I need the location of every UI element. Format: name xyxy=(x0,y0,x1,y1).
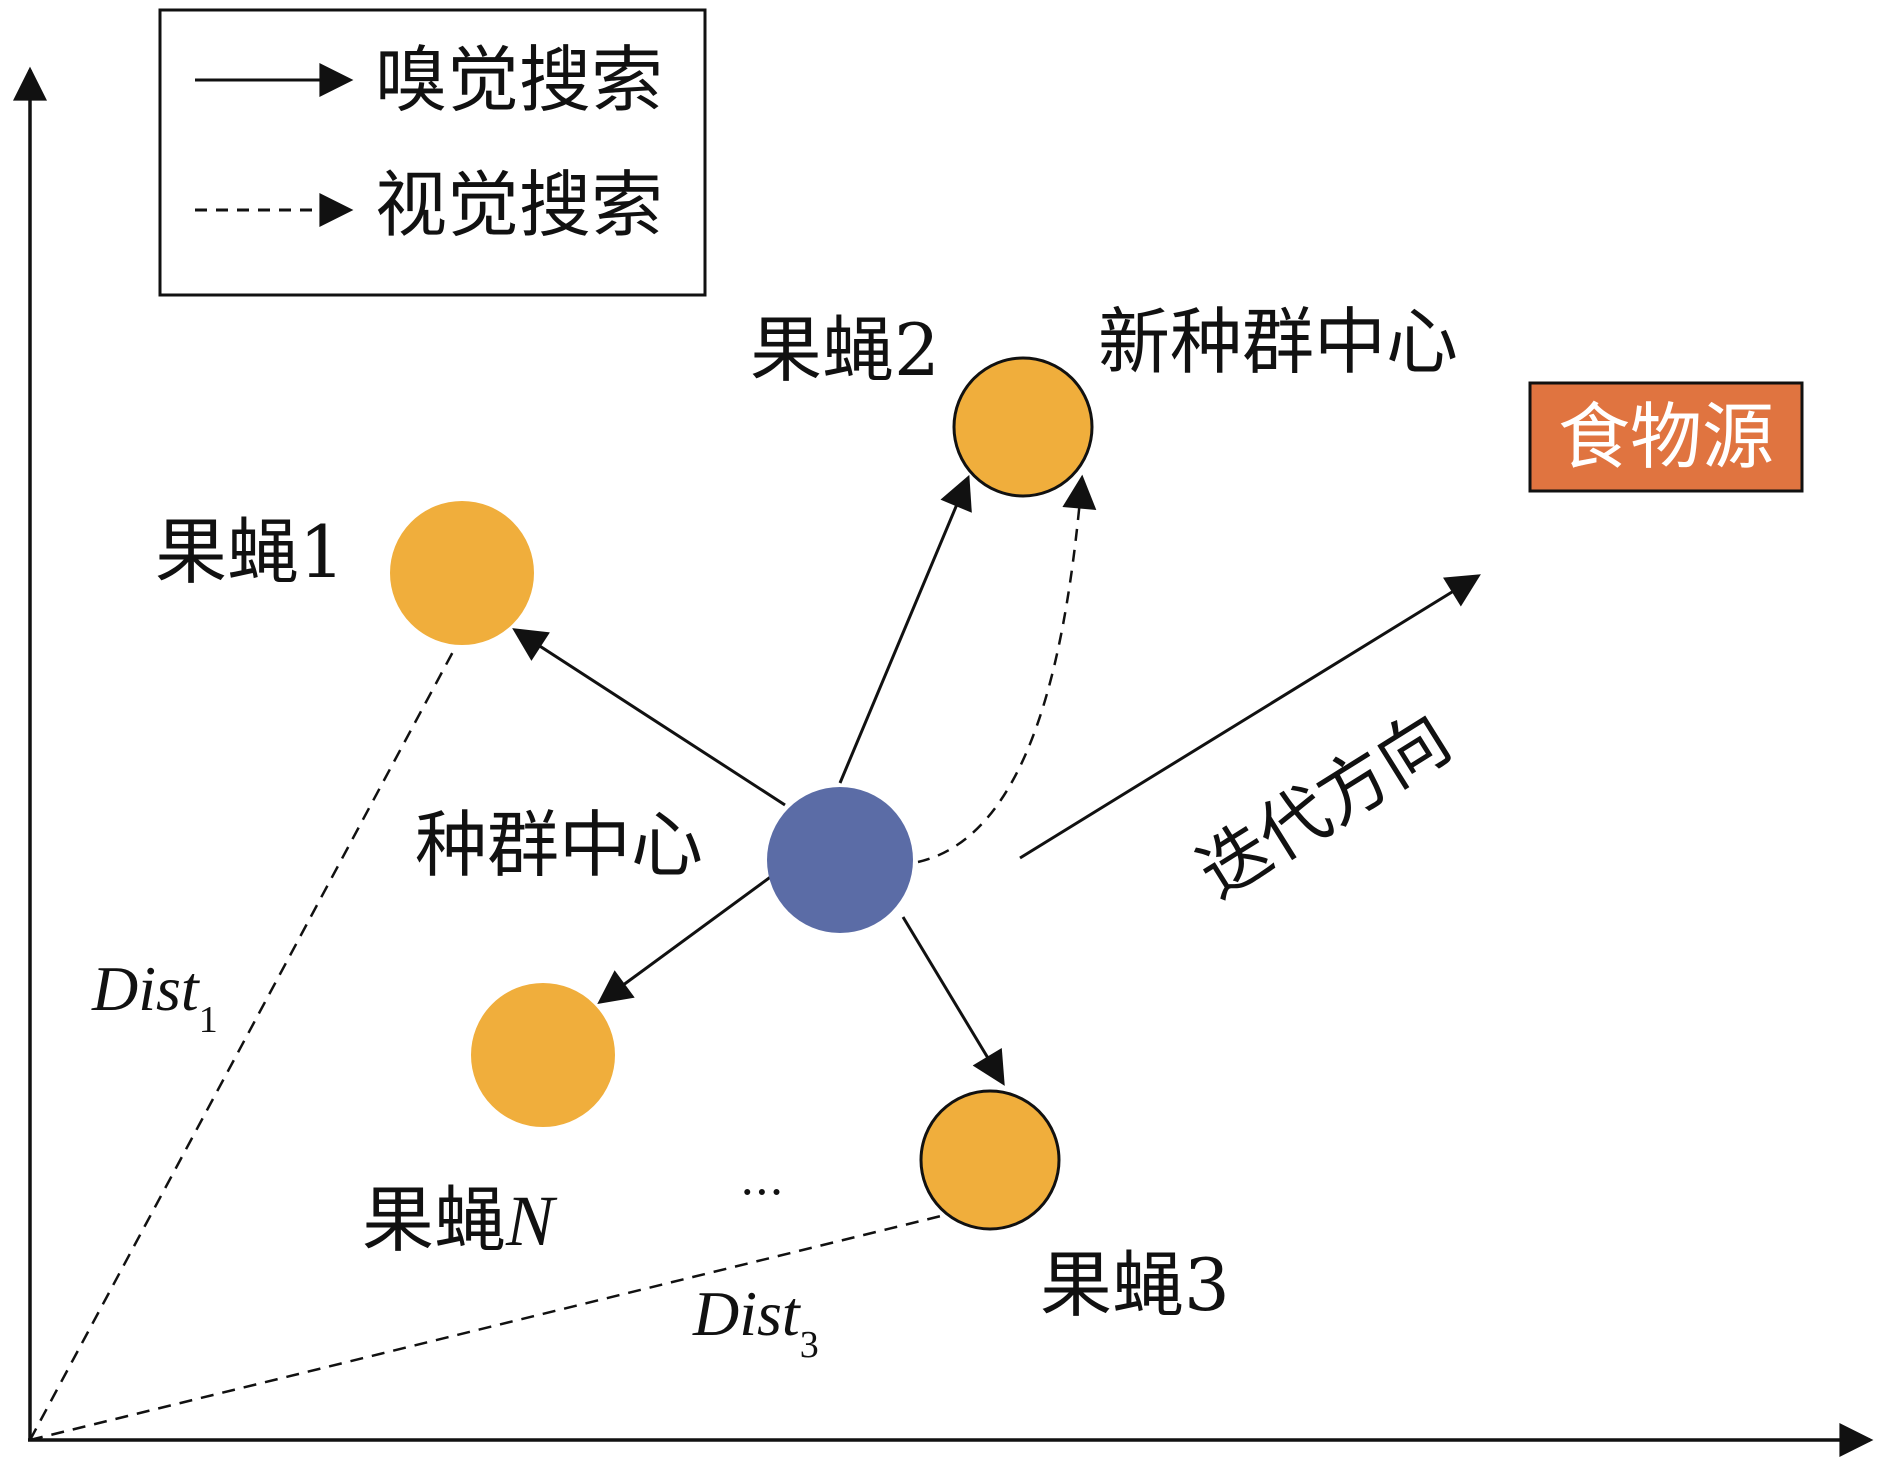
iteration-direction-arrow xyxy=(1019,574,1481,860)
arrow-to-flyN xyxy=(597,868,781,1005)
dist1-label-sub: 1 xyxy=(199,999,218,1041)
visual-search-arrow xyxy=(917,474,1097,864)
population-center-node xyxy=(767,787,913,933)
food-source: 食物源 xyxy=(1528,381,1804,493)
dist1-line xyxy=(28,647,457,1441)
food-source-box xyxy=(1528,381,1804,493)
legend-frame xyxy=(158,8,707,297)
fly3-node xyxy=(919,1089,1061,1231)
flyN-node xyxy=(471,983,615,1127)
iteration-direction-label: 迭代方向 xyxy=(1184,696,1465,914)
legend-visual-label: 视觉搜索 xyxy=(375,163,663,247)
food-source-label: 食物源 xyxy=(1558,395,1774,479)
flyN-label: 果蝇N xyxy=(362,1178,558,1262)
new-center-label: 新种群中心 xyxy=(1098,300,1458,384)
arrow-to-fly2 xyxy=(838,474,972,784)
center-label: 种群中心 xyxy=(415,803,703,887)
fly2-node xyxy=(952,356,1094,498)
dist1-label: Dist1 xyxy=(91,953,218,1041)
dist3-line xyxy=(29,1213,946,1442)
legend: 嗅觉搜索 视觉搜索 xyxy=(158,8,707,297)
fly3-label: 果蝇3 xyxy=(1040,1243,1230,1327)
fly1-node xyxy=(390,501,534,645)
legend-olfactory-label: 嗅觉搜索 xyxy=(375,38,663,122)
flyN-label-prefix: 果蝇 xyxy=(362,1178,506,1262)
ellipsis-label: ··· xyxy=(740,1165,784,1219)
fly1-label: 果蝇1 xyxy=(155,510,345,594)
dist1-label-base: Dist xyxy=(91,953,201,1024)
fly2-label: 果蝇2 xyxy=(750,308,940,392)
flyN-label-suffix: N xyxy=(505,1181,558,1261)
dist3-label-sub: 3 xyxy=(800,1324,819,1366)
arrow-to-fly3 xyxy=(901,916,1005,1086)
dist3-label-base: Dist xyxy=(692,1278,802,1349)
dist3-label: Dist3 xyxy=(692,1278,819,1366)
arrow-to-fly1 xyxy=(512,628,786,807)
